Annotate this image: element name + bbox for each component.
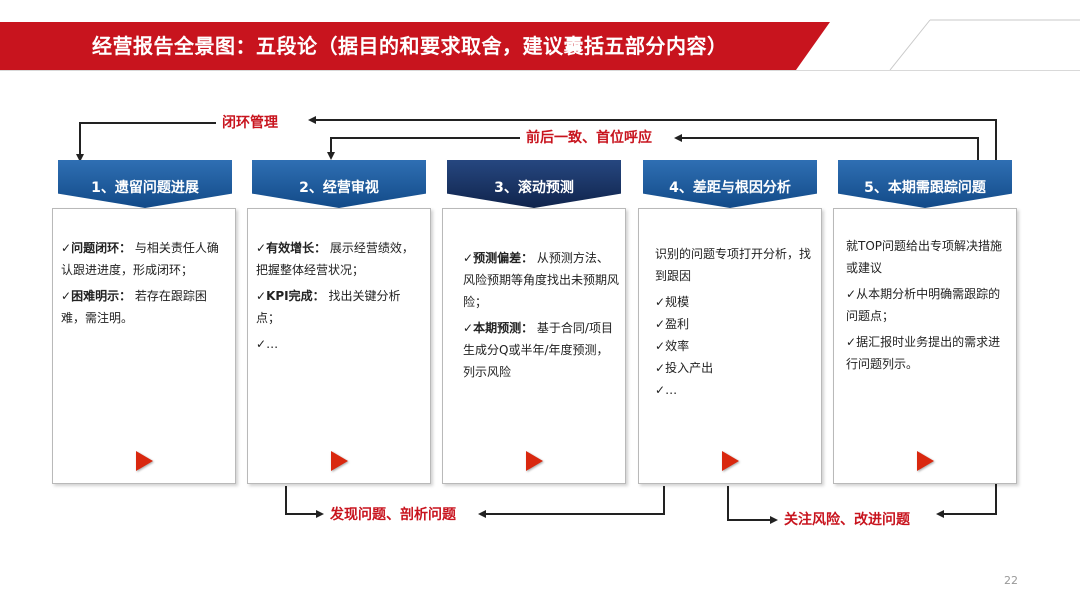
find-problem-arrow-right	[478, 486, 665, 518]
item-text: 效率	[665, 339, 690, 353]
step-3-content: ✓预测偏差： 从预测方法、风险预期等角度找出未预期风险； ✓本期预测： 基于合同…	[463, 247, 619, 387]
step-3-item-2: ✓本期预测： 基于合同/项目生成分Q或半年/年度预测，列示风险	[463, 317, 619, 383]
consistency-arrow-right-part	[674, 134, 979, 160]
item-text: 基于合同/项目生成分Q或半年/年度预测，列示风险	[463, 321, 613, 379]
check-icon: ✓	[256, 289, 267, 303]
page-number: 22	[1004, 574, 1018, 587]
check-icon: ✓	[655, 339, 666, 353]
step-5-intro: 就TOP问题给出专项解决措施或建议	[846, 239, 1003, 275]
header-divider	[0, 70, 1080, 71]
flow-label-find-problems: 发现问题、剖析问题	[324, 506, 462, 524]
step-4-title: 4、差距与根因分析	[669, 180, 791, 196]
step-4-item-5: ✓…	[655, 379, 815, 401]
item-text: 与相关责任人确认跟进进度，形成闭环；	[61, 241, 219, 277]
header-corner-line	[889, 19, 1080, 70]
play-arrow-icon	[136, 451, 153, 471]
step-5-item-1: ✓从本期分析中明确需跟踪的问题点；	[846, 283, 1010, 327]
item-keyword: 有效增长：	[266, 241, 327, 255]
play-arrow-icon	[526, 451, 543, 471]
step-4-intro: 识别的问题专项打开分析，找到跟因	[655, 247, 812, 283]
step-1-title: 1、遗留问题进展	[91, 180, 199, 196]
step-1-item-1: ✓问题闭环： 与相关责任人确认跟进进度，形成闭环；	[61, 237, 229, 281]
flow-label-consistency: 前后一致、首位呼应	[520, 129, 658, 147]
find-problem-arrow-left	[285, 486, 324, 518]
page-title: 经营报告全景图：五段论（据目的和要求取舍，建议囊括五部分内容）	[92, 34, 728, 58]
step-4-content: 识别的问题专项打开分析，找到跟因 ✓规模 ✓盈利 ✓效率 ✓投入产出 ✓…	[655, 243, 815, 401]
check-icon: ✓	[846, 287, 857, 301]
step-2-card: ✓有效增长： 展示经营绩效，把握整体经营状况； ✓KPI完成： 找出关键分析点；…	[247, 208, 431, 484]
item-keyword: KPI完成：	[266, 289, 325, 303]
check-icon: ✓	[846, 335, 857, 349]
check-icon: ✓	[256, 241, 267, 255]
check-icon: ✓	[463, 321, 474, 335]
item-text: 规模	[665, 295, 690, 309]
flow-label-closed-loop: 闭环管理	[216, 114, 284, 132]
check-icon: ✓	[655, 383, 666, 397]
step-1-card: ✓问题闭环： 与相关责任人确认跟进进度，形成闭环； ✓困难明示： 若存在跟踪困难…	[52, 208, 236, 484]
risk-arrow-right	[936, 482, 997, 518]
item-text: 若存在跟踪困难，需注明。	[61, 289, 207, 325]
item-text: 展示经营绩效，把握整体经营状况；	[256, 241, 414, 277]
step-4-card: 识别的问题专项打开分析，找到跟因 ✓规模 ✓盈利 ✓效率 ✓投入产出 ✓…	[638, 208, 822, 484]
banner-stripes-decoration	[6, 22, 50, 70]
item-text: 从本期分析中明确需跟踪的问题点；	[846, 287, 1001, 323]
step-5-item-2: ✓据汇报时业务提出的需求进行问题列示。	[846, 331, 1010, 375]
loop-arrow-left-part	[76, 122, 222, 162]
check-icon: ✓	[61, 289, 72, 303]
step-4-item-4: ✓投入产出	[655, 357, 815, 379]
step-2-content: ✓有效增长： 展示经营绩效，把握整体经营状况； ✓KPI完成： 找出关键分析点；…	[256, 237, 424, 359]
step-2-item-2: ✓KPI完成： 找出关键分析点；	[256, 285, 424, 329]
step-4-item-3: ✓效率	[655, 335, 815, 357]
item-text: 盈利	[665, 317, 690, 331]
play-arrow-icon	[331, 451, 348, 471]
check-icon: ✓	[655, 361, 666, 375]
step-3-card: ✓预测偏差： 从预测方法、风险预期等角度找出未预期风险； ✓本期预测： 基于合同…	[442, 208, 626, 484]
item-text: 投入产出	[665, 361, 714, 375]
step-5-content: 就TOP问题给出专项解决措施或建议 ✓从本期分析中明确需跟踪的问题点； ✓据汇报…	[846, 235, 1010, 379]
step-4-item-2: ✓盈利	[655, 313, 815, 335]
step-3-title: 3、滚动预测	[494, 180, 574, 196]
item-text: …	[665, 383, 678, 397]
check-icon: ✓	[463, 251, 474, 265]
risk-arrow-left	[727, 486, 778, 524]
item-keyword: 预测偏差：	[473, 251, 534, 265]
check-icon: ✓	[655, 317, 666, 331]
check-icon: ✓	[655, 295, 666, 309]
check-icon: ✓	[256, 337, 267, 351]
item-text: …	[266, 337, 279, 351]
consistency-arrow-left-part	[327, 137, 520, 160]
item-text: 据汇报时业务提出的需求进行问题列示。	[846, 335, 1001, 371]
item-text: 找出关键分析点；	[256, 289, 401, 325]
step-2-title: 2、经营审视	[299, 180, 379, 196]
step-5-title: 5、本期需跟踪问题	[864, 180, 986, 196]
step-1-item-2: ✓困难明示： 若存在跟踪困难，需注明。	[61, 285, 229, 329]
loop-arrow-right-part	[308, 116, 997, 160]
title-banner	[0, 22, 830, 70]
step-1-content: ✓问题闭环： 与相关责任人确认跟进进度，形成闭环； ✓困难明示： 若存在跟踪困难…	[61, 237, 229, 333]
item-keyword: 困难明示：	[71, 289, 132, 303]
play-arrow-icon	[722, 451, 739, 471]
step-3-item-1: ✓预测偏差： 从预测方法、风险预期等角度找出未预期风险；	[463, 247, 619, 313]
check-icon: ✓	[61, 241, 72, 255]
item-text: 从预测方法、风险预期等角度找出未预期风险；	[463, 251, 620, 309]
step-5-card: 就TOP问题给出专项解决措施或建议 ✓从本期分析中明确需跟踪的问题点； ✓据汇报…	[833, 208, 1017, 484]
flow-label-risk-improve: 关注风险、改进问题	[778, 511, 916, 529]
play-arrow-icon	[917, 451, 934, 471]
step-4-item-1: ✓规模	[655, 291, 815, 313]
item-keyword: 本期预测：	[473, 321, 534, 335]
step-2-item-1: ✓有效增长： 展示经营绩效，把握整体经营状况；	[256, 237, 424, 281]
item-keyword: 问题闭环：	[71, 241, 132, 255]
step-2-item-3: ✓…	[256, 333, 424, 355]
